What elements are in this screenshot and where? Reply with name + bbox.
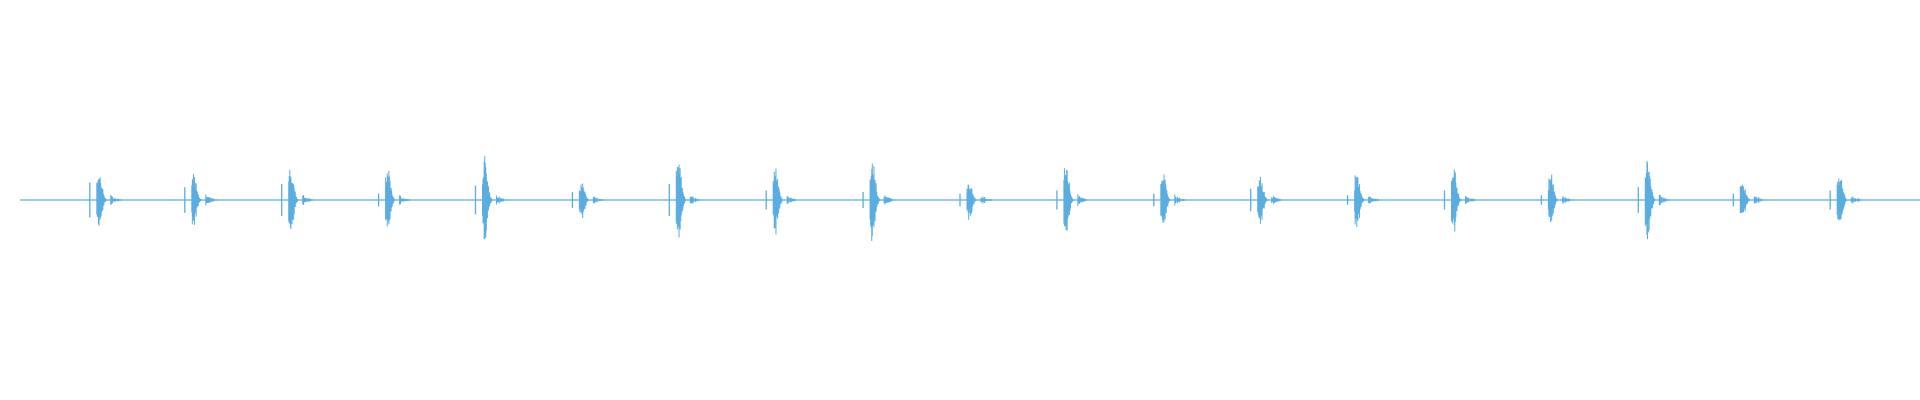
- waveform-burst: [89, 177, 123, 226]
- waveform-spike: [482, 156, 509, 240]
- waveform-spike: [1644, 160, 1672, 240]
- waveform-burst: [1829, 178, 1864, 221]
- waveform-spike: [1160, 174, 1187, 223]
- waveform-spike: [96, 177, 123, 226]
- waveform-burst: [1250, 176, 1284, 224]
- waveform-spike: [191, 173, 218, 225]
- waveform-spike: [1836, 178, 1864, 221]
- waveform-spike: [675, 164, 703, 238]
- waveform-spike: [1547, 174, 1575, 222]
- waveform-spike: [869, 163, 897, 242]
- waveform-spike: [288, 169, 315, 229]
- waveform-burst: [862, 163, 897, 242]
- waveform-burst: [1346, 175, 1381, 228]
- waveform-spike: [385, 170, 412, 227]
- waveform-spike: [1451, 169, 1478, 232]
- waveform-spike: [1257, 176, 1284, 224]
- waveform-burst: [377, 170, 412, 227]
- waveform-burst: [474, 156, 509, 240]
- waveform-spike: [1354, 175, 1381, 228]
- waveform-burst: [571, 183, 606, 219]
- waveform-burst: [1153, 174, 1187, 223]
- waveform-burst: [1443, 169, 1478, 232]
- waveform-burst: [1056, 168, 1091, 231]
- waveform-spike: [966, 184, 994, 220]
- waveform-spike: [772, 168, 800, 235]
- waveform-burst: [959, 184, 994, 220]
- waveform-burst: [1637, 160, 1672, 240]
- waveform-burst: [184, 173, 218, 225]
- waveform-spike: [1739, 184, 1767, 214]
- waveform-burst: [765, 168, 800, 235]
- waveform-burst: [668, 164, 703, 238]
- waveform-spike: [578, 183, 606, 219]
- waveform-burst: [281, 169, 315, 229]
- waveform-bursts: [89, 156, 1864, 242]
- waveform-spike: [1063, 168, 1091, 231]
- waveform-burst: [1540, 174, 1575, 222]
- waveform-burst: [1732, 184, 1767, 214]
